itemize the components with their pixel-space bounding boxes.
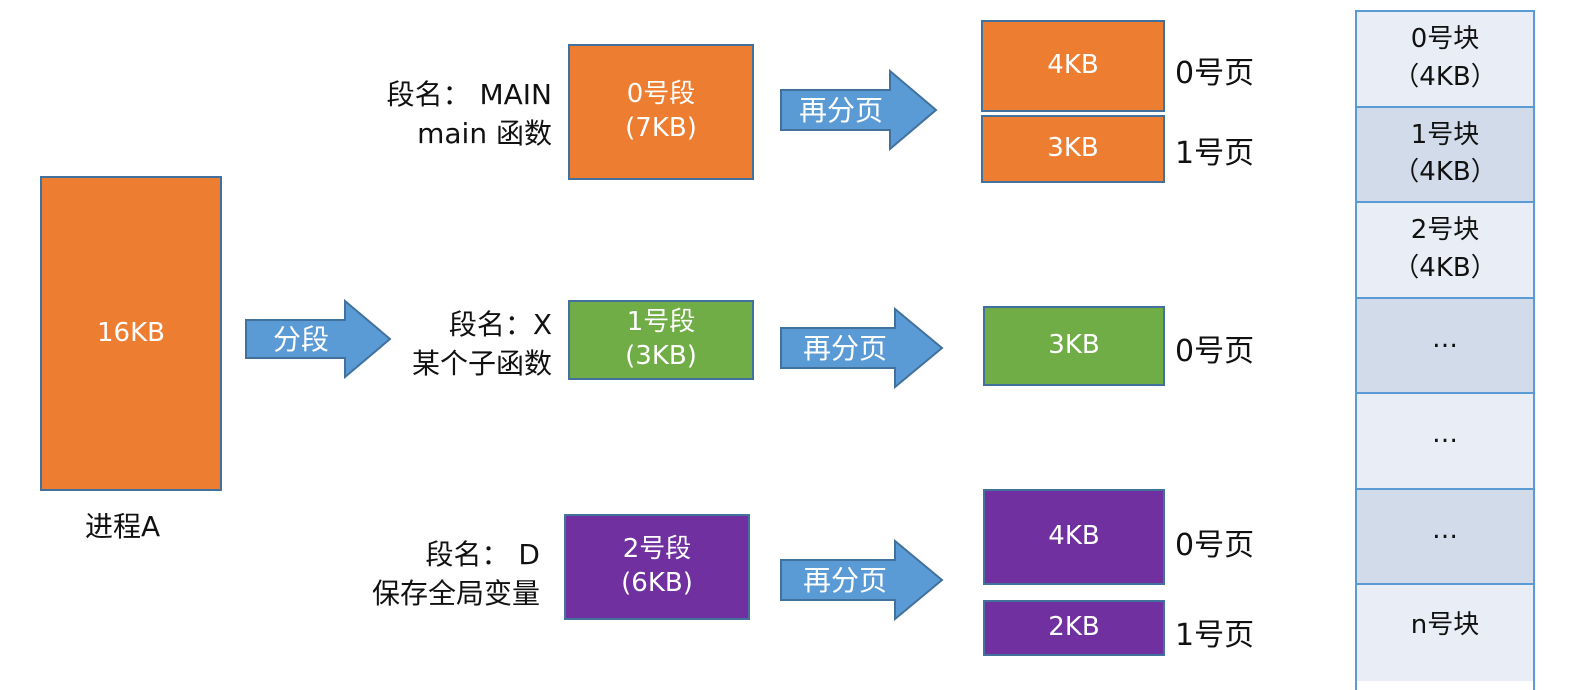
repage-arrow-2-label: 再分页 bbox=[802, 564, 887, 597]
segment-1-box: 1号段 (3KB) bbox=[568, 300, 754, 380]
physical-memory: 0号块 （4KB） 1号块 （4KB） 2号块 （4KB） … … … n号块 bbox=[1355, 10, 1535, 690]
segment-0-size: (7KB) bbox=[625, 113, 697, 143]
segment-arrow-label: 分段 bbox=[272, 323, 329, 356]
segment-0-page-0: 4KB bbox=[981, 20, 1165, 112]
segment-2-page-0-label: 0号页 bbox=[1175, 528, 1255, 563]
memory-block-3: … bbox=[1357, 298, 1533, 394]
segment-1-name: 段名：X bbox=[448, 308, 552, 341]
memory-block-2-name: 2号块 bbox=[1410, 215, 1480, 246]
segment-2-page-1-label: 1号页 bbox=[1175, 618, 1255, 653]
segment-1-page-0-size: 3KB bbox=[1048, 330, 1100, 361]
segment-0-page-0-size: 4KB bbox=[1047, 50, 1099, 81]
segment-0-page-1-size: 3KB bbox=[1047, 133, 1099, 164]
segment-0-box: 0号段 (7KB) bbox=[568, 44, 754, 180]
repage-arrow-0-shape bbox=[780, 68, 938, 152]
memory-block-0-name: 0号块 bbox=[1410, 24, 1480, 55]
memory-block-1-name: 1号块 bbox=[1410, 119, 1480, 150]
memory-block-0-size: （4KB） bbox=[1393, 61, 1497, 92]
memory-block-3-name: … bbox=[1432, 323, 1458, 354]
segment-0-desc: main 函数 bbox=[417, 117, 552, 151]
segment-0-title: 0号段 bbox=[626, 79, 696, 110]
segment-1-size: (3KB) bbox=[625, 341, 697, 371]
segment-2-page-0-size: 4KB bbox=[1048, 521, 1100, 552]
memory-block-1: 1号块 （4KB） bbox=[1357, 107, 1533, 203]
repage-arrow-1-shape bbox=[780, 306, 944, 390]
process-label: 进程A bbox=[85, 510, 161, 543]
segment-0-page-0-label: 0号页 bbox=[1175, 56, 1255, 91]
repage-arrow-1-label: 再分页 bbox=[802, 332, 887, 365]
memory-block-2-size: （4KB） bbox=[1393, 252, 1497, 283]
memory-block-4-name: … bbox=[1432, 419, 1458, 449]
memory-block-0: 0号块 （4KB） bbox=[1357, 12, 1533, 108]
process-size: 16KB bbox=[97, 317, 165, 348]
segment-1-page-0: 3KB bbox=[983, 306, 1165, 386]
segment-0-name: 段名： MAIN bbox=[386, 78, 552, 111]
segment-2-page-0: 4KB bbox=[983, 489, 1165, 585]
segment-1-page-0-label: 0号页 bbox=[1175, 334, 1255, 369]
segment-2-size: (6KB) bbox=[621, 568, 693, 598]
memory-block-n-name: n号块 bbox=[1410, 610, 1480, 640]
segment-arrow-shape bbox=[245, 298, 392, 380]
segment-2-name: 段名： D bbox=[425, 538, 540, 571]
memory-block-n: n号块 bbox=[1357, 585, 1533, 681]
segment-0-page-1: 3KB bbox=[981, 115, 1165, 183]
segment-2-box: 2号段 (6KB) bbox=[564, 514, 750, 620]
segment-1-title: 1号段 bbox=[626, 307, 696, 338]
segment-1-label: 段名：X 某个子函数 bbox=[412, 305, 552, 383]
memory-block-5: … bbox=[1357, 489, 1533, 585]
process-block: 16KB bbox=[40, 176, 222, 491]
memory-block-1-size: （4KB） bbox=[1393, 157, 1497, 188]
memory-block-5-name: … bbox=[1432, 514, 1458, 545]
segment-2-page-1: 2KB bbox=[983, 600, 1165, 656]
segment-2-page-1-size: 2KB bbox=[1048, 612, 1100, 643]
segment-2-title: 2号段 bbox=[622, 534, 692, 565]
repage-arrow-0-label: 再分页 bbox=[798, 94, 883, 127]
segment-1-desc: 某个子函数 bbox=[411, 347, 552, 381]
memory-block-2: 2号块 （4KB） bbox=[1357, 203, 1533, 299]
segment-0-page-1-label: 1号页 bbox=[1175, 136, 1255, 171]
segment-0-label: 段名： MAIN main 函数 bbox=[387, 75, 552, 153]
segment-2-desc: 保存全局变量 bbox=[371, 577, 540, 611]
repage-arrow-2-shape bbox=[780, 538, 944, 622]
segment-2-label: 段名： D 保存全局变量 bbox=[372, 535, 540, 613]
memory-block-4: … bbox=[1357, 394, 1533, 490]
